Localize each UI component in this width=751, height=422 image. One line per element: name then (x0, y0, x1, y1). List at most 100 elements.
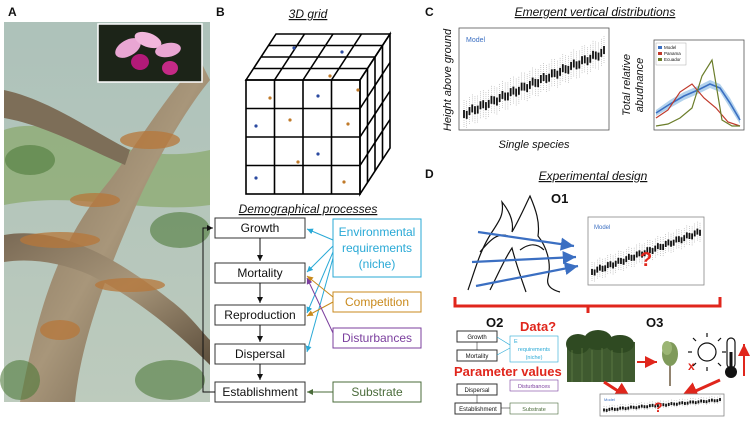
box-body (697, 400, 700, 404)
box-body (507, 92, 509, 101)
o1-label: O1 (551, 191, 568, 206)
box-body (641, 251, 643, 258)
box-body (643, 250, 646, 257)
factor-disturbances: Disturbances (332, 327, 422, 349)
o1-arrows (471, 230, 579, 288)
competition-label: Competition (345, 295, 409, 309)
o3-label: O3 (646, 315, 663, 330)
sun-icon (688, 333, 726, 371)
box-body (633, 254, 636, 261)
c-title: Emergent vertical distributions (515, 5, 676, 19)
mini-disturbances: Disturbances (518, 384, 550, 390)
box-body (498, 93, 501, 102)
box-body (601, 265, 604, 272)
box-body (654, 404, 657, 408)
factor-environment: Environmental requirements (niche) (332, 218, 422, 278)
box-body (474, 106, 476, 115)
box-body (622, 258, 625, 265)
disturbances-label: Disturbances (342, 331, 412, 345)
box-body (520, 82, 523, 91)
box-body (556, 70, 559, 79)
box-body (613, 407, 616, 411)
panel-label-d: D (425, 167, 434, 181)
factor-substrate: Substrate (332, 381, 422, 403)
process-label: Reproduction (224, 308, 295, 322)
o1-model-plot: Model ? (587, 216, 705, 286)
box-body (627, 253, 630, 260)
box-body (694, 401, 697, 405)
box-body (692, 400, 694, 404)
env-line-1: Environmental (339, 225, 416, 239)
box-body (463, 110, 465, 118)
box-body (648, 404, 651, 408)
mini-mortality: Mortality (466, 354, 489, 360)
process-label: Dispersal (235, 347, 285, 361)
line-ecuador (655, 58, 740, 127)
box-body (586, 57, 589, 66)
factor-competition: Competition (332, 291, 422, 313)
orchid-inset-photo (97, 23, 203, 83)
box-body (619, 406, 622, 410)
c-ylabel2-line1: Total relative (621, 54, 633, 116)
data-question: Data? (520, 319, 556, 334)
box-body (616, 407, 619, 411)
box-body (657, 404, 659, 408)
box-body (705, 400, 708, 404)
box-body (617, 257, 620, 264)
legend-panama: Panama (664, 51, 681, 56)
box-body (651, 248, 654, 255)
box-body (630, 254, 633, 261)
box-body (675, 402, 678, 406)
o3-question: ? (654, 399, 663, 415)
box-body (593, 269, 596, 276)
box-body (719, 398, 721, 402)
model-label: Model (466, 37, 486, 44)
box-body (716, 399, 719, 403)
box-body (539, 74, 542, 83)
thermometer-icon (725, 337, 737, 378)
box-body (624, 407, 627, 411)
box-body (605, 408, 608, 412)
box-plot-series (463, 35, 605, 129)
box-body (592, 50, 594, 59)
demographic-title: Demographical processes (239, 202, 378, 216)
mini-env-1: E (514, 339, 518, 345)
o1-model-label: Model (594, 225, 610, 231)
legend-model: Model (664, 45, 676, 50)
panel-label-a: A (8, 5, 17, 19)
box-body (685, 232, 688, 239)
box-body (561, 64, 564, 73)
box-body (656, 243, 659, 250)
single-species-plot: Model (458, 27, 610, 131)
box-body (476, 105, 479, 114)
env-line-2: requirements (342, 241, 412, 255)
box-body (711, 398, 713, 402)
box-body (713, 399, 716, 403)
box-body (667, 402, 670, 406)
process-establishment: Establishment (214, 381, 306, 403)
line-panama (655, 83, 741, 127)
box-body (635, 251, 638, 258)
box-body (465, 110, 468, 119)
process-mortality: Mortality (214, 262, 306, 284)
o2-label: O2 (486, 315, 503, 330)
single-tree-image (662, 341, 678, 386)
box-body (531, 77, 534, 86)
c-ylabel2-line2: abudnance (634, 58, 646, 112)
box-body (553, 68, 556, 77)
box-body (662, 244, 665, 251)
box-body (646, 405, 649, 409)
box-body (606, 262, 609, 269)
box-body (680, 237, 683, 244)
process-growth: Growth (214, 217, 306, 239)
box-body (646, 247, 649, 254)
box-body (675, 236, 678, 243)
o3-model-plot: Model ? (599, 393, 725, 417)
box-body (611, 407, 613, 411)
factor-arrows (305, 228, 334, 395)
box-body (649, 247, 651, 254)
box-body (596, 266, 599, 273)
process-dispersal: Dispersal (214, 343, 306, 365)
legend-ecuador: Ecuador (664, 57, 681, 62)
box-body (635, 406, 638, 410)
